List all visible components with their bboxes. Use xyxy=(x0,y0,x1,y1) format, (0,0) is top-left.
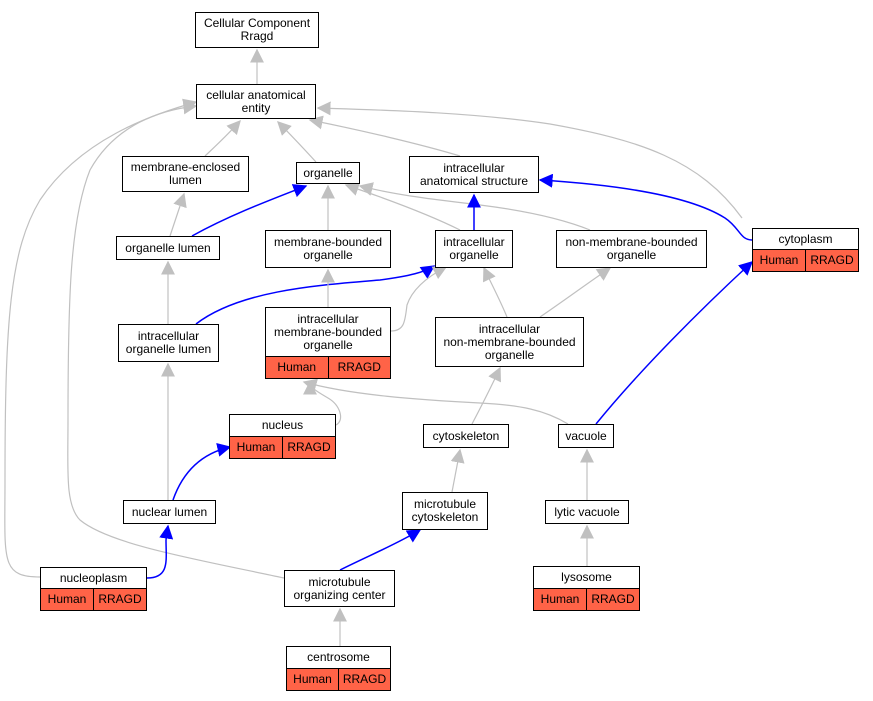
gene-cell: RRAGD xyxy=(93,589,146,610)
node-label: nucleus xyxy=(261,418,304,432)
node-label: organelle xyxy=(484,347,535,362)
node-label: nucleoplasm xyxy=(59,570,128,585)
edge-np-cae xyxy=(4,98,198,578)
edge-iol-io xyxy=(195,265,436,325)
species-cell: Human xyxy=(534,589,586,610)
edge-mtoc-cae xyxy=(67,100,285,579)
node-nuclear-lumen[interactable]: nuclear lumen xyxy=(123,500,216,524)
node-label: organizing center xyxy=(293,587,386,602)
node-label: microtubule xyxy=(308,574,371,589)
node-label: non-membrane-bounded xyxy=(443,334,576,349)
species-cell: Human xyxy=(230,437,282,458)
node-label: cytoskeleton xyxy=(432,428,500,443)
node-label: membrane-bounded xyxy=(273,235,383,249)
node-cytoskeleton[interactable]: cytoskeleton xyxy=(423,424,509,448)
gene-cell: RRAGD xyxy=(327,357,390,378)
node-label: intracellular xyxy=(443,160,505,175)
edge-inmbo-nmbo xyxy=(539,267,612,318)
species-cell: Human xyxy=(287,669,338,690)
node-label: vacuole xyxy=(565,428,607,443)
node-label: lytic vacuole xyxy=(554,504,620,519)
edge-vacuole-imbo xyxy=(302,378,569,425)
edge-orgl-mel xyxy=(169,192,187,237)
node-label: intracellular xyxy=(137,329,200,343)
node-label: cellular anatomical xyxy=(206,87,306,102)
node-label: cytoskeleton xyxy=(411,510,479,524)
node-lytic-vacuole[interactable]: lytic vacuole xyxy=(545,500,629,524)
species-cell: Human xyxy=(266,357,328,378)
node-label: organelle lumen xyxy=(125,240,211,255)
node-label: centrosome xyxy=(307,650,370,664)
node-label: organelle xyxy=(303,165,353,180)
gene-cell: RRAGD xyxy=(282,437,335,458)
node-label: anatomical structure xyxy=(419,173,529,188)
edge-orgl-org xyxy=(191,184,308,237)
edge-mtcs-cytosk xyxy=(450,448,465,493)
edge-cyto-cae xyxy=(316,101,743,219)
edge-np-nl xyxy=(146,524,174,579)
edge-ias-cae xyxy=(308,115,461,157)
node-label: membrane-enclosed xyxy=(130,160,241,174)
edge-cyto-ias xyxy=(538,173,753,241)
edge-nl-nucleus xyxy=(172,442,232,501)
node-label: entity xyxy=(241,100,271,115)
edge-cytosk-inmbo xyxy=(471,366,501,425)
node-label: organelle xyxy=(303,337,353,352)
node-label: non-membrane-bounded xyxy=(565,235,698,249)
node-organelle[interactable]: organelle xyxy=(296,162,360,184)
node-label: intracellular xyxy=(478,321,541,336)
node-label: organelle lumen xyxy=(125,342,212,356)
node-label: Rragd xyxy=(240,29,274,43)
node-label: membrane-bounded xyxy=(273,324,383,339)
node-label: microtubule xyxy=(413,497,477,511)
edge-inmbo-io xyxy=(483,266,508,318)
edge-mtoc-mtcs xyxy=(339,529,422,571)
edge-imbo-io xyxy=(390,266,448,332)
species-cell: Human xyxy=(753,250,805,271)
species-cell: Human xyxy=(41,589,93,610)
edge-mel-cae xyxy=(204,119,241,157)
node-label: cytoplasm xyxy=(778,231,833,246)
node-label: Cellular Component xyxy=(203,16,311,30)
node-label: intracellular xyxy=(297,311,359,326)
node-vacuole[interactable]: vacuole xyxy=(558,424,614,448)
node-label: organelle xyxy=(303,248,353,262)
node-label: organelle xyxy=(606,248,657,262)
node-label: intracellular xyxy=(443,235,505,249)
gene-cell: RRAGD xyxy=(805,250,858,271)
node-label: lysosome xyxy=(561,570,612,584)
node-label: nuclear lumen xyxy=(131,504,208,519)
gene-cell: RRAGD xyxy=(338,669,390,690)
gene-cell: RRAGD xyxy=(586,589,639,610)
edge-org-cae xyxy=(277,121,317,163)
node-label: lumen xyxy=(169,173,202,187)
node-organelle-lumen[interactable]: organelle lumen xyxy=(116,236,220,260)
edge-vacuole-cyto xyxy=(595,261,754,425)
node-label: organelle xyxy=(449,248,499,262)
